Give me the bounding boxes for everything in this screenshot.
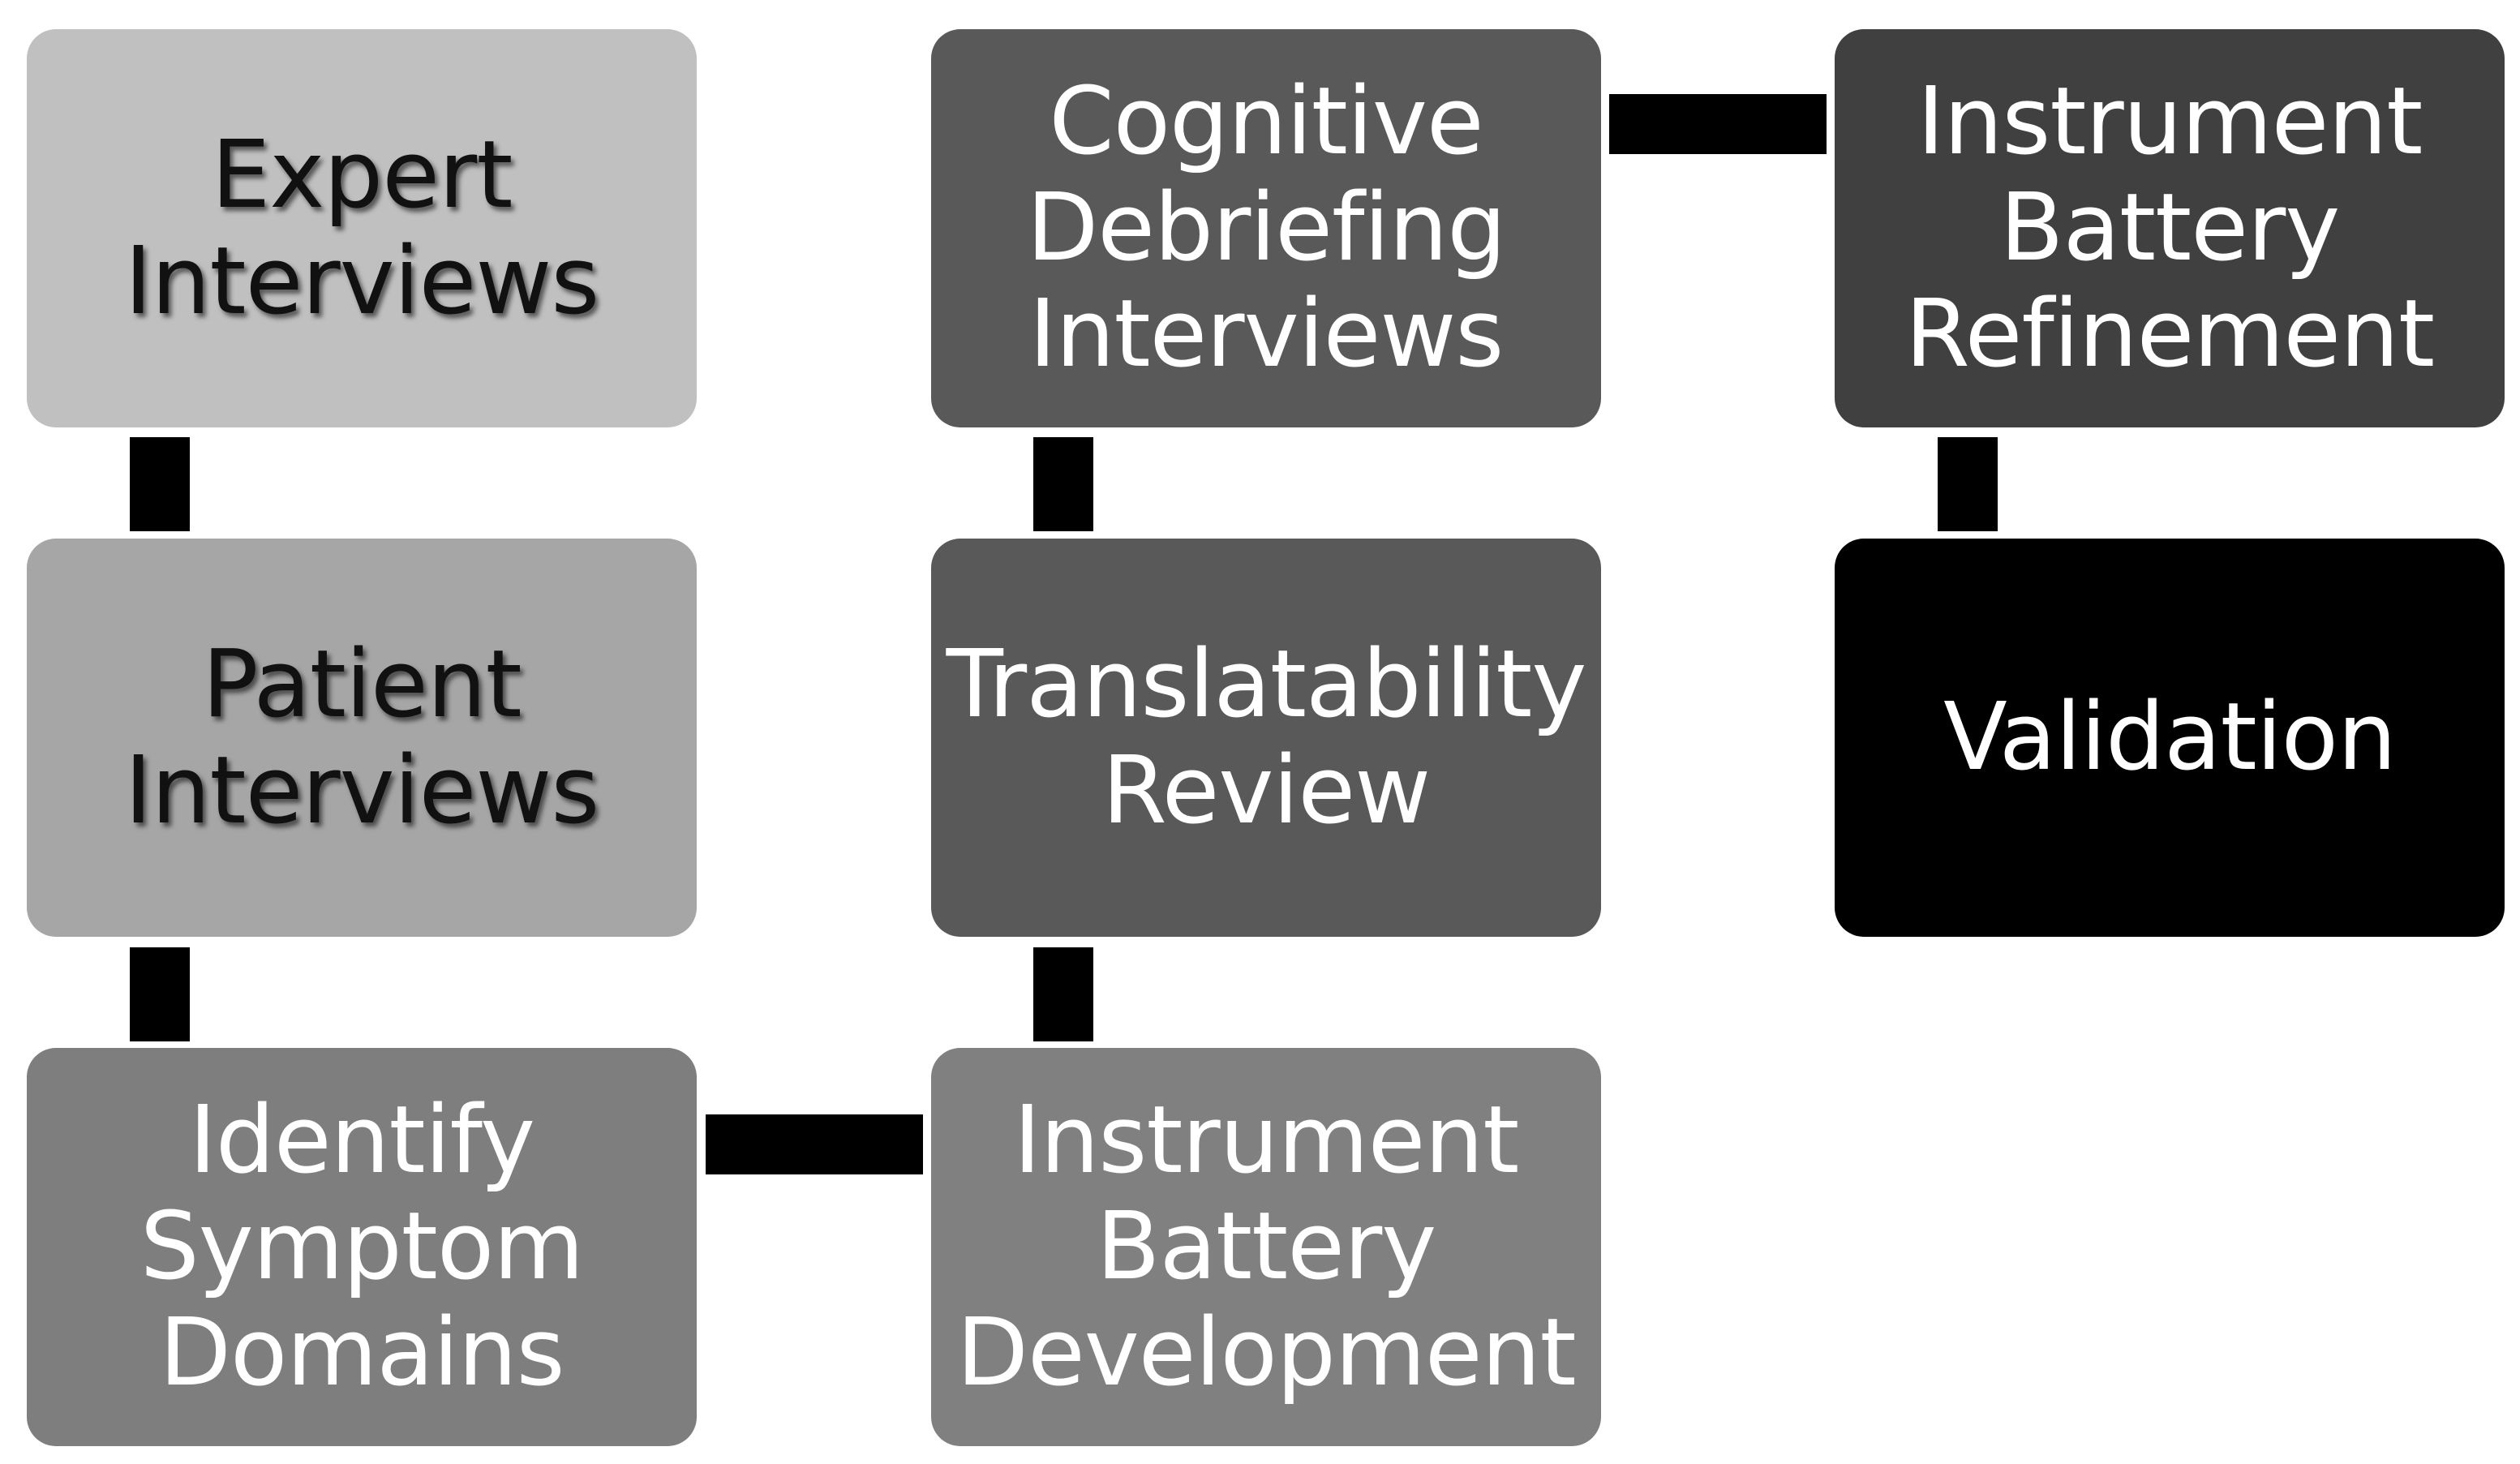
node-label: Validation — [1943, 683, 2397, 792]
node-translatability-review: Translatability Review — [931, 539, 1601, 937]
node-patient-interviews: Patient Interviews — [27, 539, 697, 937]
node-validation: Validation — [1835, 539, 2505, 937]
node-cognitive-debriefing-interviews: Cognitive Debriefing Interviews — [931, 29, 1601, 427]
connector-expert-to-patient — [130, 437, 190, 531]
node-label: Identify Symptom Domains — [140, 1086, 585, 1407]
node-label: Expert Interviews — [124, 120, 600, 336]
node-instrument-battery-development: Instrument Battery Development — [931, 1048, 1601, 1446]
connector-identify-to-development — [706, 1114, 923, 1174]
connector-patient-to-identify — [130, 947, 190, 1041]
node-expert-interviews: Expert Interviews — [27, 29, 697, 427]
node-instrument-battery-refinement: Instrument Battery Refinement — [1835, 29, 2505, 427]
connector-translatability-to-cognitive — [1033, 437, 1093, 531]
node-label: Translatability Review — [946, 629, 1587, 845]
connector-refinement-to-validation — [1938, 437, 1998, 531]
node-label: Patient Interviews — [124, 629, 600, 845]
connector-cognitive-to-refinement — [1609, 94, 1827, 154]
node-identify-symptom-domains: Identify Symptom Domains — [27, 1048, 697, 1446]
node-label: Instrument Battery Development — [956, 1086, 1576, 1407]
node-label: Cognitive Debriefing Interviews — [1026, 67, 1507, 389]
connector-development-to-translatability — [1033, 947, 1093, 1041]
node-label: Instrument Battery Refinement — [1904, 67, 2435, 389]
